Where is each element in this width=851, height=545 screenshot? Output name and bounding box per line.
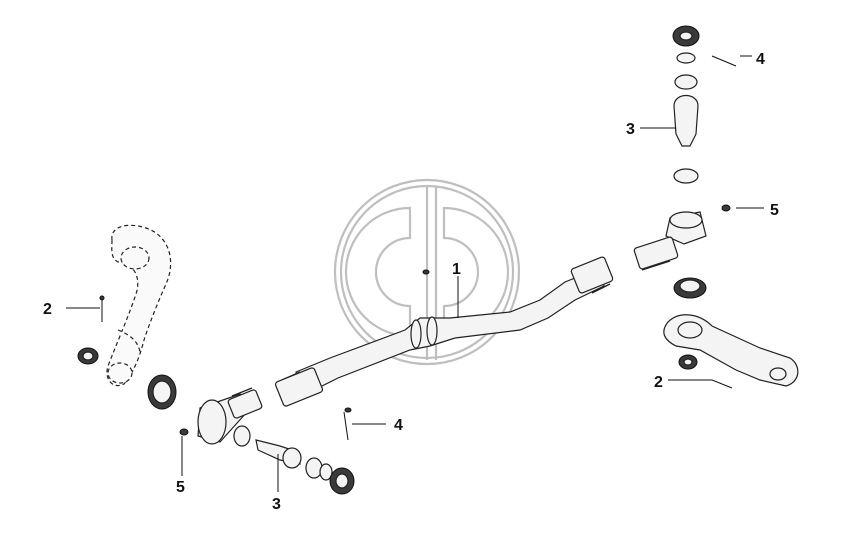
callout-4-bottom: 4 [394,417,403,434]
callout-5-left: 5 [176,479,185,496]
callout-leaders [66,55,764,492]
callout-1: 1 [452,261,461,278]
callout-2-left: 2 [43,301,52,318]
callout-5-right: 5 [770,202,779,219]
right-tie-rod-end [633,25,737,299]
callout-4-top: 4 [756,51,765,68]
callout-3-left: 3 [272,496,281,513]
left-tie-rod-end [77,295,355,495]
right-steering-arm [663,314,799,389]
callout-2-right: 2 [654,374,663,391]
left-steering-arm [106,224,172,387]
callout-3-right: 3 [626,121,635,138]
loose-small-parts [343,269,430,441]
tie-rod-tube [274,256,614,407]
